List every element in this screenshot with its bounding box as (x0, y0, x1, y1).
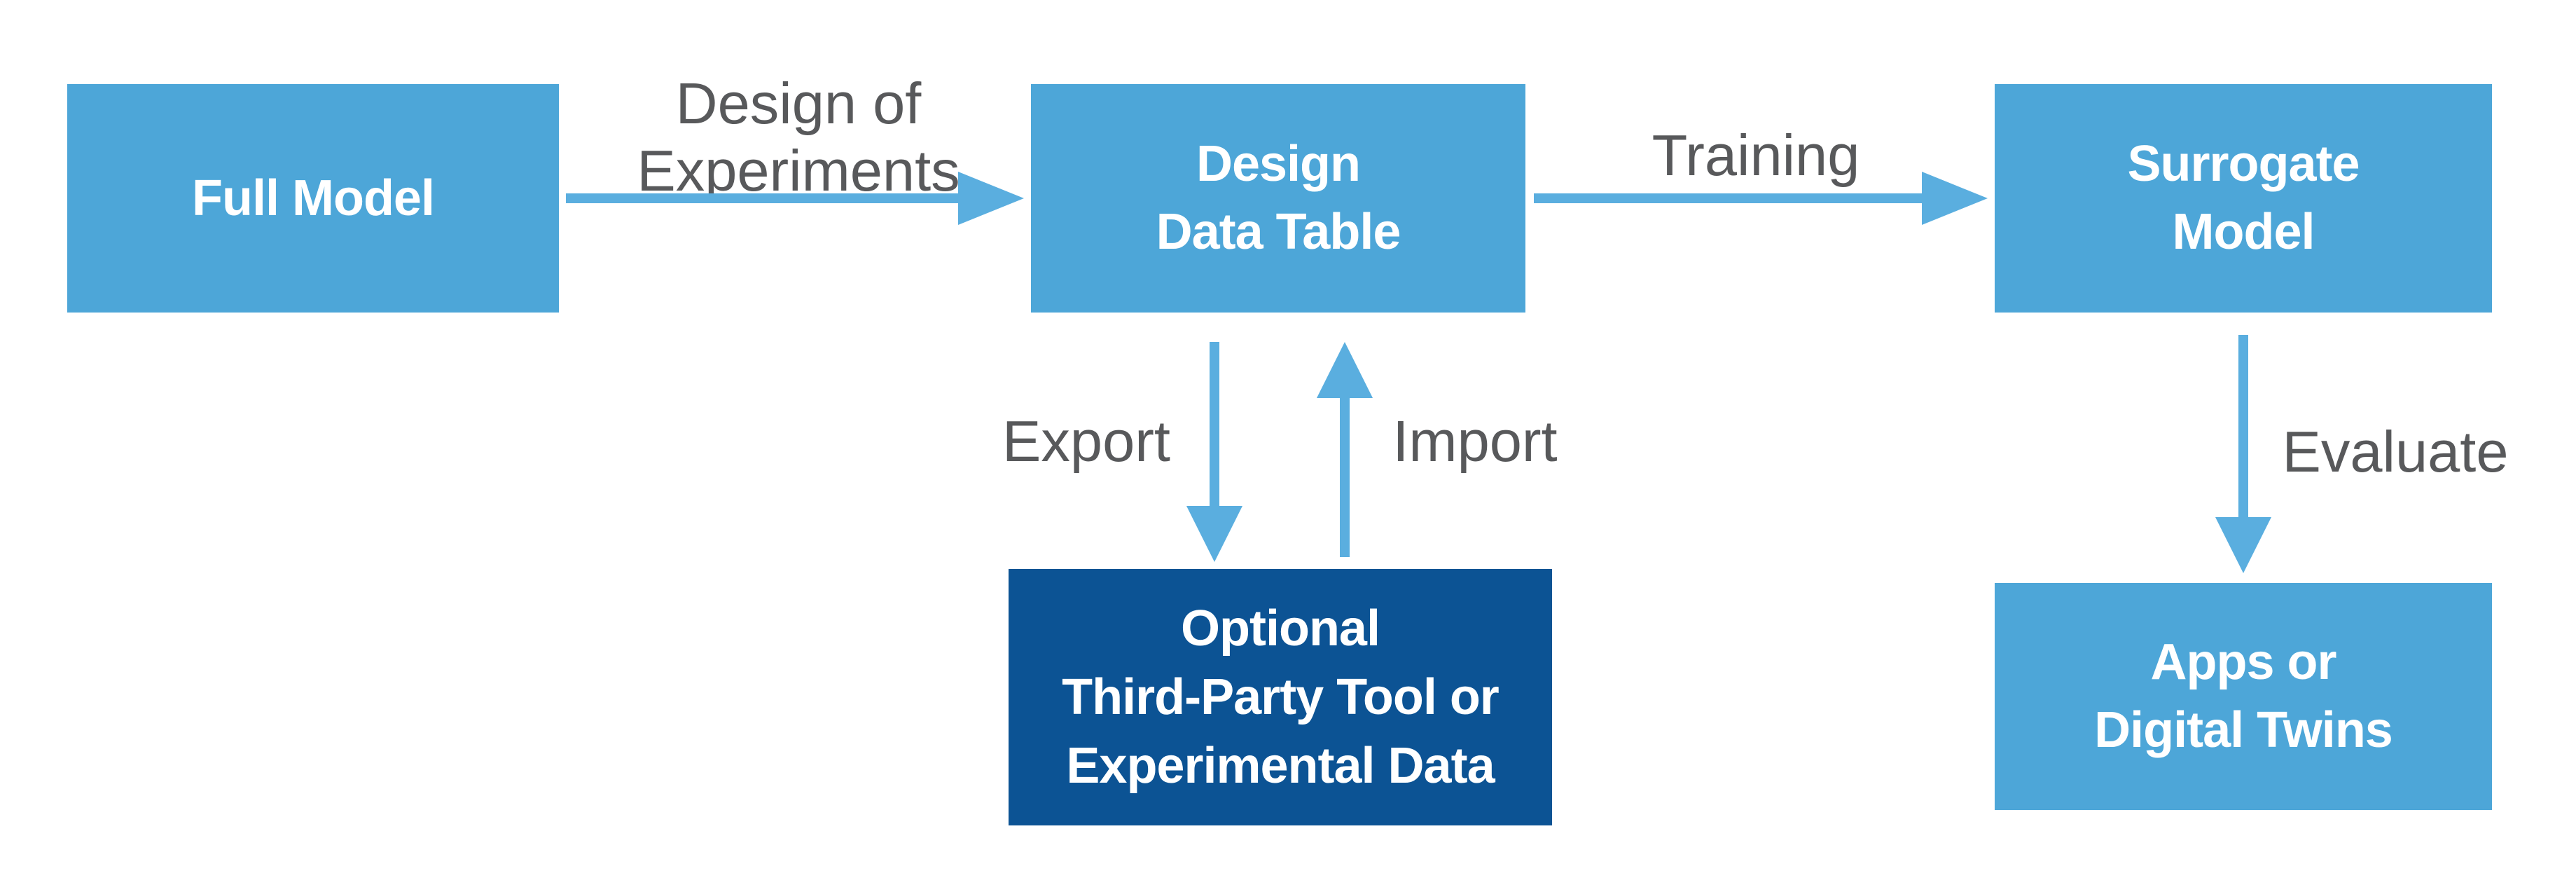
node-label-line: Optional (1181, 601, 1380, 657)
node-label-line: Experimental Data (1066, 738, 1495, 794)
node-surrogate-model: Surrogate Model (1995, 84, 2492, 313)
node-label-line: Apps or (2150, 634, 2336, 690)
node-design-data-table: Design Data Table (1031, 84, 1525, 313)
node-apps-or-digital-twins: Apps or Digital Twins (1995, 583, 2492, 810)
arrow-design-of-experiments-head-icon (958, 172, 1024, 225)
arrow-training-head-icon (1922, 172, 1988, 225)
edge-label-line: Experiments (637, 138, 960, 203)
node-label-line: Digital Twins (2094, 702, 2393, 758)
edge-label-training: Training (1651, 123, 1860, 188)
edge-label-evaluate: Evaluate (2282, 419, 2509, 484)
node-full-model: Full Model (67, 84, 559, 313)
arrow-evaluate-head-icon (2215, 517, 2271, 573)
node-label-line: Third-Party Tool or (1062, 669, 1500, 725)
edge-label-design-of-experiments: Design of Experiments (553, 70, 1044, 205)
edge-label-line: Design of (675, 71, 922, 136)
edge-label-export: Export (1002, 409, 1170, 474)
edge-label-import: Import (1392, 409, 1558, 474)
node-label-line: Model (2172, 204, 2315, 260)
arrow-training-shaft (1534, 193, 1922, 203)
node-optional-third-party-tool: Optional Third-Party Tool or Experimenta… (1009, 569, 1552, 825)
arrow-import-shaft (1340, 397, 1350, 557)
node-label-line: Surrogate (2127, 136, 2360, 192)
arrow-import-head-icon (1317, 342, 1373, 398)
node-label-line: Design (1196, 136, 1361, 192)
arrow-export-shaft (1210, 342, 1219, 506)
arrow-design-of-experiments-shaft (566, 193, 958, 203)
arrow-evaluate-shaft (2238, 335, 2248, 517)
node-label-line: Data Table (1156, 204, 1401, 260)
arrow-export-head-icon (1186, 506, 1242, 562)
node-label: Full Model (192, 170, 435, 226)
